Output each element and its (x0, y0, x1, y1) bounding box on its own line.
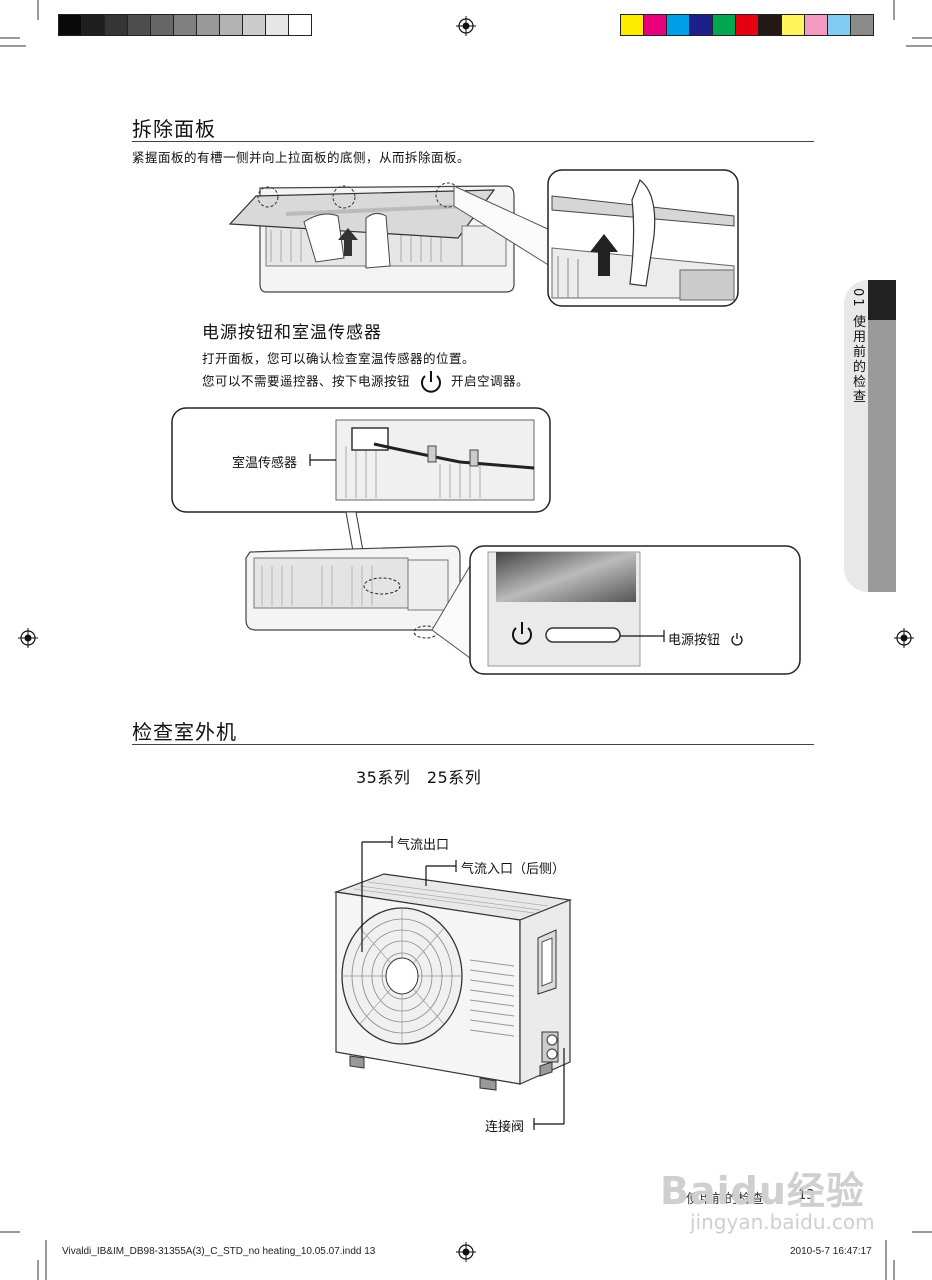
air-inlet-label: 气流入口（后侧） (461, 862, 566, 877)
section-title-check-outdoor: 检查室外机 (132, 720, 237, 744)
power-sensor-line2-end: 开启空调器。 (450, 373, 529, 389)
process-color-swatch (850, 14, 874, 36)
power-sensor-line1: 打开面板，您可以确认检查室温传感器的位置。 (202, 351, 476, 366)
power-button-label: 电源按钮 (668, 629, 744, 648)
power-icon-small (731, 633, 743, 646)
chapter-side-tab (844, 280, 896, 592)
baidu-watermark-url: jingyan.baidu.com (690, 1210, 875, 1234)
grayscale-swatch (288, 14, 312, 36)
remove-panel-illustration (228, 169, 739, 307)
section-title-remove-panel: 拆除面板 (132, 117, 216, 141)
power-sensor-line2: 您可以不需要遥控器、按下电源按钮 开启空调器。 (202, 369, 529, 395)
page-footer-section: 使用前的检查 (686, 1192, 765, 1207)
power-icon (420, 371, 441, 393)
section-divider (132, 141, 814, 142)
section-divider (132, 744, 814, 745)
power-sensor-line2-start: 您可以不需要遥控器、按下电源按钮 (202, 373, 411, 389)
registration-mark-right-icon (894, 628, 914, 648)
connection-valve-label: 连接阀 (485, 1120, 525, 1135)
model-series: 35系列 25系列 (356, 768, 482, 787)
air-outlet-label: 气流出口 (397, 838, 450, 853)
registration-mark-left-icon (18, 628, 38, 648)
chapter-side-tab-label: 01 使用前的检查 (850, 288, 865, 405)
room-temp-sensor-label: 室温传感器 (232, 456, 298, 471)
baidu-watermark-logo: Baidu经验 (660, 1169, 865, 1213)
print-slug-left: Vivaldi_IB&IM_DB98-31355A(3)_C_STD_no he… (62, 1246, 376, 1257)
remove-panel-description: 紧握面板的有槽一侧并向上拉面板的底侧，从而拆除面板。 (132, 150, 471, 165)
power-sensor-illustration (171, 407, 801, 675)
registration-mark-bottom-icon (456, 1242, 476, 1262)
section-title-power-sensor: 电源按钮和室温传感器 (202, 323, 382, 343)
registration-mark-top-icon (456, 16, 476, 36)
print-slug-right: 2010-5-7 16:47:17 (790, 1246, 872, 1257)
outdoor-unit-illustration (333, 836, 573, 1130)
power-button-label-text: 电源按钮 (668, 633, 721, 648)
page-number: 13 (798, 1188, 815, 1203)
